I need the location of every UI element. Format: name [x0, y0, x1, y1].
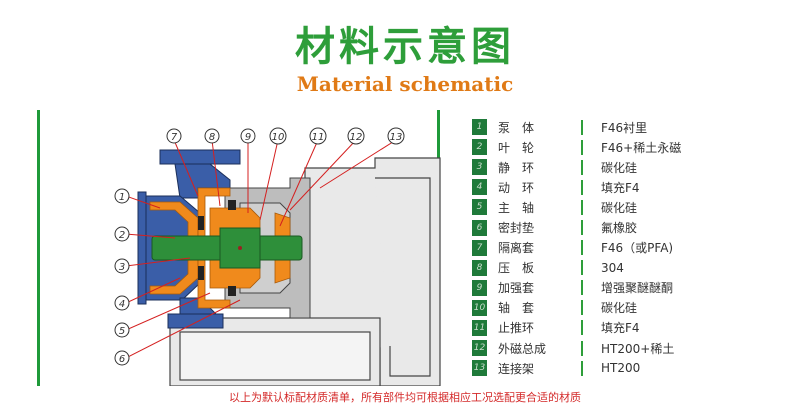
callout-11: 11 [312, 132, 325, 143]
part-name: 密封垫 [498, 221, 535, 236]
callout-9: 9 [245, 132, 251, 143]
callout-7: 7 [171, 132, 178, 143]
part-row: 2 叶 轮 F46+稀土永磁 [472, 137, 772, 157]
part-row: 12 外磁总成 HT200+稀土 [472, 338, 772, 358]
part-name: 叶 轮 [498, 140, 535, 155]
part-row: 8 压 板 304 [472, 258, 772, 278]
callout-8: 8 [209, 132, 215, 143]
part-material: 增强聚醚醚酮 [601, 281, 674, 296]
callout-10: 10 [272, 132, 285, 143]
callout-12: 12 [350, 132, 363, 143]
left-accent-bar [37, 110, 40, 386]
title-cn: 材料示意图 [295, 24, 515, 70]
footnote: 以上为默认标配材质清单，所有部件均可根据相应工况选配更合适的材质 [229, 391, 581, 404]
divider-tick [581, 159, 583, 175]
part-number: 7 [472, 239, 487, 256]
part-name: 止推环 [498, 321, 535, 336]
part-number: 12 [472, 340, 487, 357]
divider-tick [581, 340, 583, 356]
part-row: 1 泵 体 F46衬里 [472, 117, 772, 137]
divider-tick [581, 320, 583, 336]
part-number: 2 [472, 139, 487, 156]
part-name: 轴 套 [498, 301, 535, 316]
part-number: 6 [472, 219, 487, 236]
callout-4: 4 [119, 299, 125, 310]
part-name: 加强套 [498, 281, 535, 296]
seal-rings [198, 200, 236, 296]
part-name: 压 板 [498, 261, 535, 276]
divider-tick [581, 119, 583, 135]
part-name: 静 环 [498, 160, 535, 175]
bracket-frame [169, 157, 441, 387]
callout-13: 13 [390, 132, 403, 143]
part-number: 13 [472, 360, 487, 377]
part-number: 4 [472, 179, 487, 196]
divider-tick [581, 360, 583, 376]
part-name: 泵 体 [498, 120, 535, 135]
divider-tick [581, 300, 583, 316]
main-shaft [151, 227, 303, 269]
part-row: 7 隔离套 F46（或PFA) [472, 238, 772, 258]
divider-tick [581, 240, 583, 256]
callout-markers: 1 2 3 4 5 6 7 8 9 10 11 12 13 [114, 127, 405, 366]
part-row: 11 止推环 填充F4 [472, 318, 772, 338]
callout-3: 3 [119, 262, 125, 273]
part-name: 主 轴 [498, 200, 535, 215]
part-number: 1 [472, 119, 487, 136]
part-material: F46衬里 [601, 120, 648, 135]
part-name: 连接架 [498, 361, 535, 376]
pump-cross-section-diagram: 1 2 3 4 5 6 7 8 9 10 11 12 13 [80, 118, 445, 387]
divider-tick [581, 179, 583, 195]
part-row: 4 动 环 填充F4 [472, 177, 772, 197]
leader-lines [125, 139, 397, 359]
part-row: 9 加强套 增强聚醚醚酮 [472, 278, 772, 298]
part-name: 动 环 [498, 180, 535, 195]
divider-tick [581, 280, 583, 296]
part-number: 5 [472, 199, 487, 216]
part-row: 10 轴 套 碳化硅 [472, 298, 772, 318]
inlet-flange [137, 191, 147, 305]
part-row: 5 主 轴 碳化硅 [472, 197, 772, 217]
part-material: F46（或PFA) [601, 241, 674, 256]
part-material: HT200 [601, 361, 641, 376]
callout-5: 5 [119, 326, 125, 337]
divider-tick [581, 260, 583, 276]
part-row: 13 连接架 HT200 [472, 358, 772, 378]
part-number: 8 [472, 259, 487, 276]
part-number: 10 [472, 299, 487, 316]
part-material: 碳化硅 [601, 200, 638, 215]
part-material: HT200+稀土 [601, 341, 675, 356]
title-en: Material schematic [296, 72, 514, 96]
callout-6: 6 [119, 354, 125, 365]
part-name: 隔离套 [498, 241, 535, 256]
part-row: 6 密封垫 氟橡胶 [472, 217, 772, 237]
part-row: 3 静 环 碳化硅 [472, 157, 772, 177]
part-material: F46+稀土永磁 [601, 140, 682, 155]
divider-tick [581, 139, 583, 155]
part-material: 碳化硅 [601, 301, 638, 316]
pump-drawing: 1 2 3 4 5 6 7 8 9 10 11 12 13 [114, 127, 441, 387]
divider-tick [581, 199, 583, 215]
part-name: 外磁总成 [498, 341, 547, 356]
callout-1: 1 [119, 192, 125, 203]
part-material: 填充F4 [601, 180, 640, 195]
part-number: 11 [472, 319, 487, 336]
part-material: 氟橡胶 [601, 221, 638, 236]
divider-tick [581, 220, 583, 236]
part-number: 3 [472, 159, 487, 176]
part-material: 304 [601, 260, 624, 275]
part-number: 9 [472, 279, 487, 296]
callout-2: 2 [119, 230, 125, 241]
part-material: 填充F4 [601, 321, 640, 336]
part-material: 碳化硅 [601, 160, 638, 175]
